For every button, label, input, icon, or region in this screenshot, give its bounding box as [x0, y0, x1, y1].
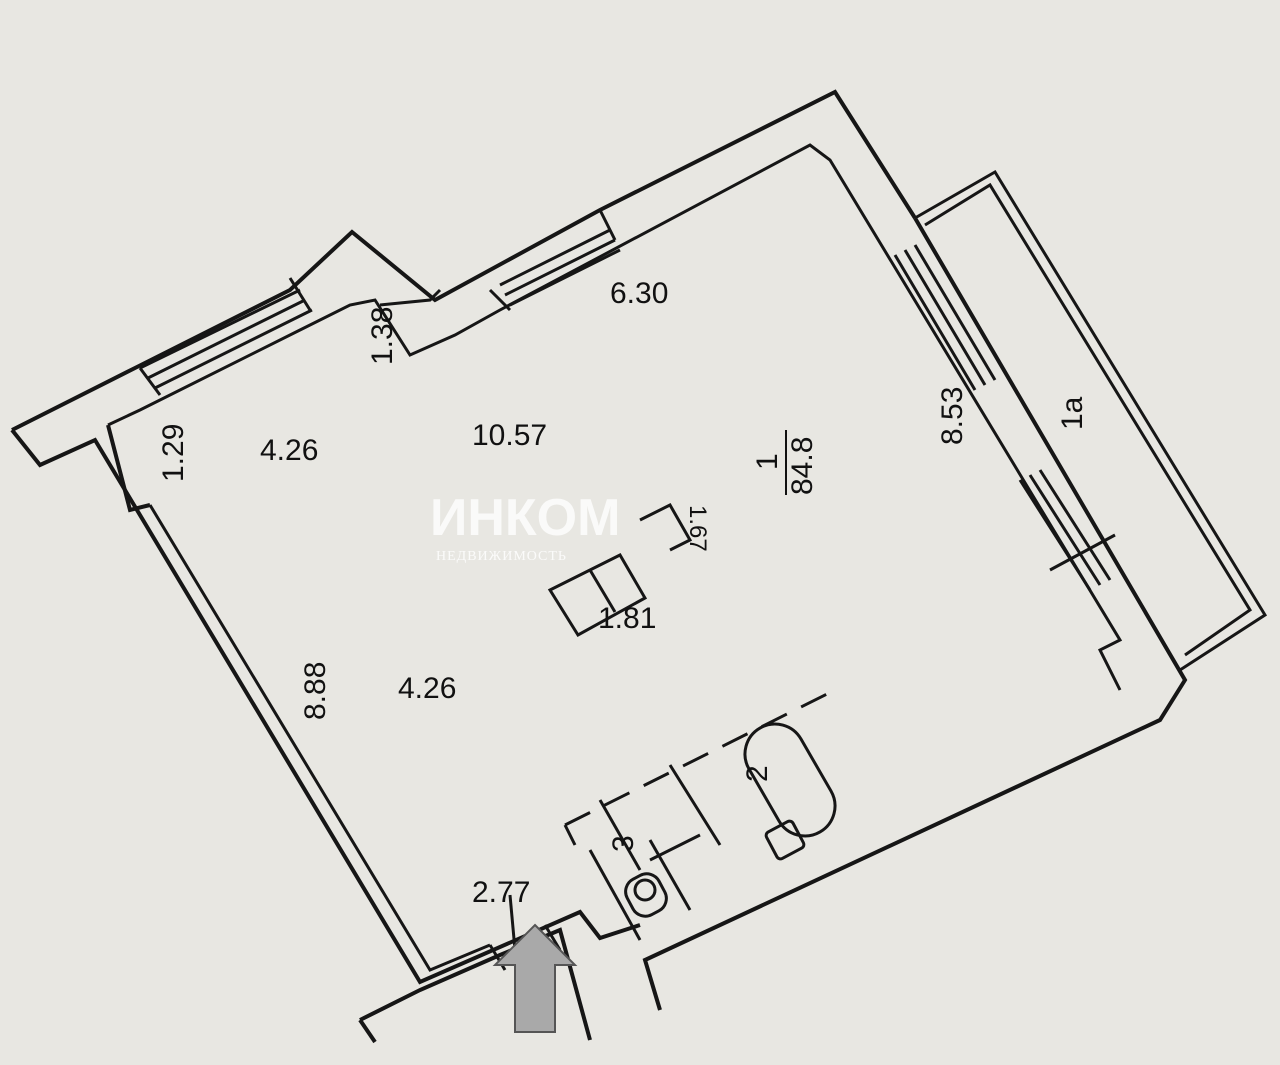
dim-lower-left-width: 4.26 [398, 672, 456, 705]
dim-right-wall: 8.53 [936, 387, 969, 445]
room-bathroom: 2 [741, 765, 774, 782]
dim-column-depth: 1.67 [684, 505, 711, 552]
dim-column-width: 1.81 [598, 602, 656, 635]
dim-left-wall: 8.88 [299, 662, 332, 720]
column [547, 503, 693, 638]
dim-upper-left-width: 4.26 [260, 434, 318, 467]
dim-upper-middle: 10.57 [472, 419, 547, 452]
dim-notch-depth: 1.38 [366, 307, 399, 365]
room-toilet: 3 [607, 835, 640, 852]
watermark-brand: ИНКОМ [430, 489, 620, 547]
room-main-area: 84.8 [786, 437, 819, 495]
windows [138, 209, 1116, 591]
dim-left-small: 1.29 [157, 424, 190, 482]
outer-walls [10, 89, 1188, 1044]
room-main-number: 1 [751, 453, 784, 470]
dim-entrance: 2.77 [472, 876, 530, 909]
balcony-outline [914, 169, 1268, 672]
bathroom-fixtures [563, 688, 837, 941]
room-balcony: 1a [1056, 396, 1089, 430]
dim-top-window-wall: 6.30 [610, 277, 668, 310]
up-arrow-icon[interactable] [492, 923, 578, 1033]
watermark-subtitle: НЕДВИЖИМОСТЬ [436, 549, 567, 564]
